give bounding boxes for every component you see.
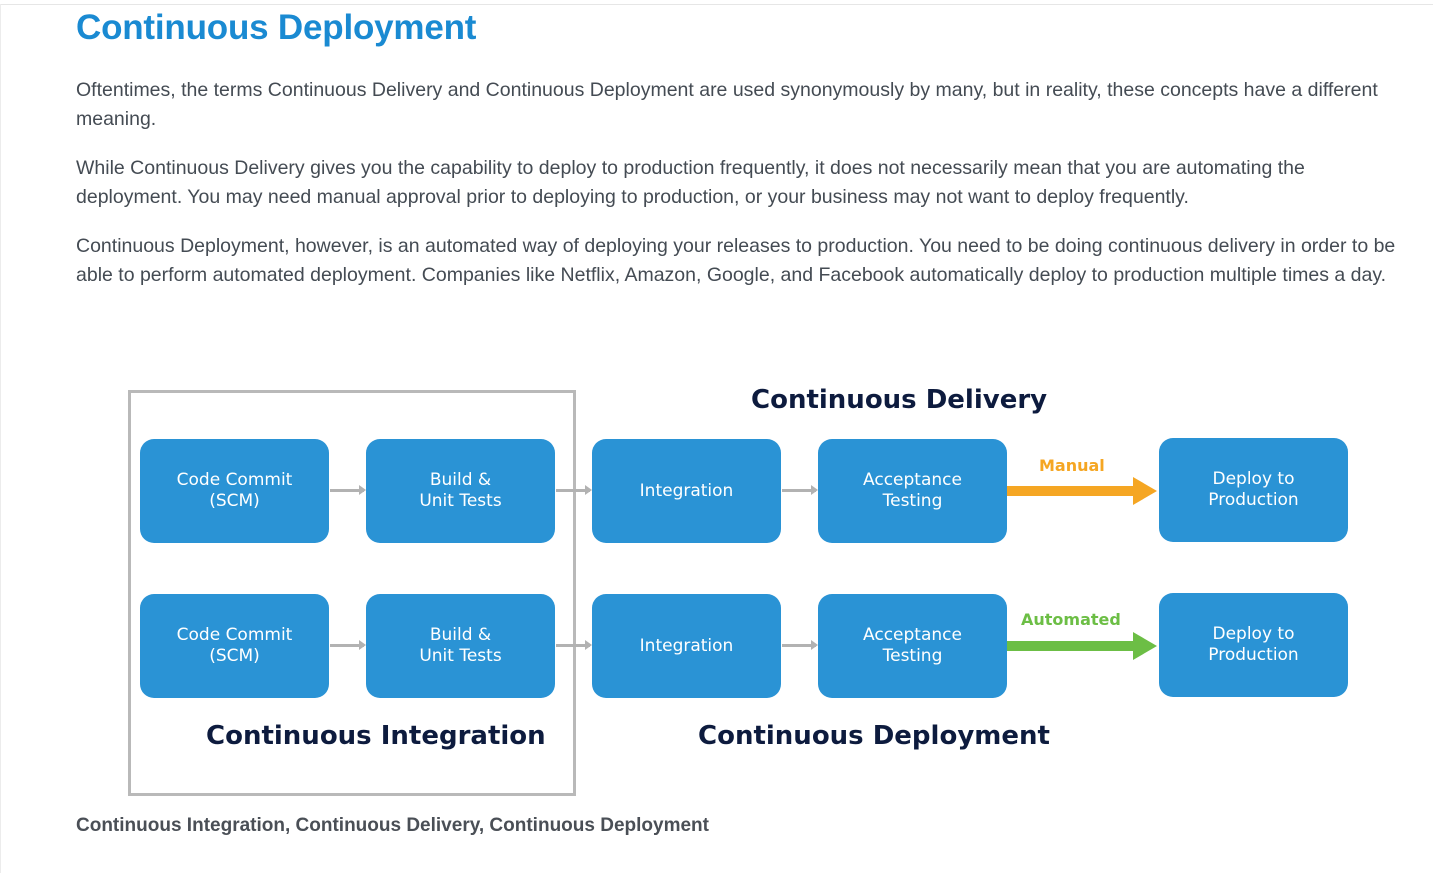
continuous-integration-frame	[128, 390, 576, 796]
automated-deploy-arrow	[1007, 632, 1157, 660]
figure-caption: Continuous Integration, Continuous Deliv…	[76, 815, 709, 836]
step-build-unit-tests: Build & Unit Tests	[366, 594, 555, 698]
left-divider	[0, 4, 1, 873]
connector-arrow	[556, 485, 592, 495]
continuous-deployment-label: Continuous Deployment	[698, 721, 1050, 751]
step-acceptance-testing: Acceptance Testing	[818, 439, 1007, 543]
page-title: Continuous Deployment	[76, 8, 477, 47]
continuous-integration-label: Continuous Integration	[206, 721, 546, 751]
connector-arrow	[330, 485, 366, 495]
step-deploy-to-production: Deploy to Production	[1159, 438, 1348, 542]
step-deploy-to-production: Deploy to Production	[1159, 593, 1348, 697]
paragraph-deployment: Continuous Deployment, however, is an au…	[76, 235, 1396, 286]
step-integration: Integration	[592, 594, 781, 698]
automated-label: Automated	[1021, 610, 1121, 629]
step-code-commit: Code Commit (SCM)	[140, 594, 329, 698]
continuous-delivery-label: Continuous Delivery	[751, 385, 1048, 415]
step-code-commit: Code Commit (SCM)	[140, 439, 329, 543]
manual-deploy-arrow	[1007, 477, 1157, 505]
manual-label: Manual	[1039, 456, 1105, 475]
step-build-unit-tests: Build & Unit Tests	[366, 439, 555, 543]
paragraph-delivery: While Continuous Delivery gives you the …	[76, 157, 1305, 208]
connector-arrow	[556, 640, 592, 650]
step-acceptance-testing: Acceptance Testing	[818, 594, 1007, 698]
connector-arrow	[782, 640, 818, 650]
connector-arrow	[330, 640, 366, 650]
connector-arrow	[782, 485, 818, 495]
paragraph-intro: Oftentimes, the terms Continuous Deliver…	[76, 79, 1378, 130]
step-integration: Integration	[592, 439, 781, 543]
top-divider	[0, 4, 1433, 5]
